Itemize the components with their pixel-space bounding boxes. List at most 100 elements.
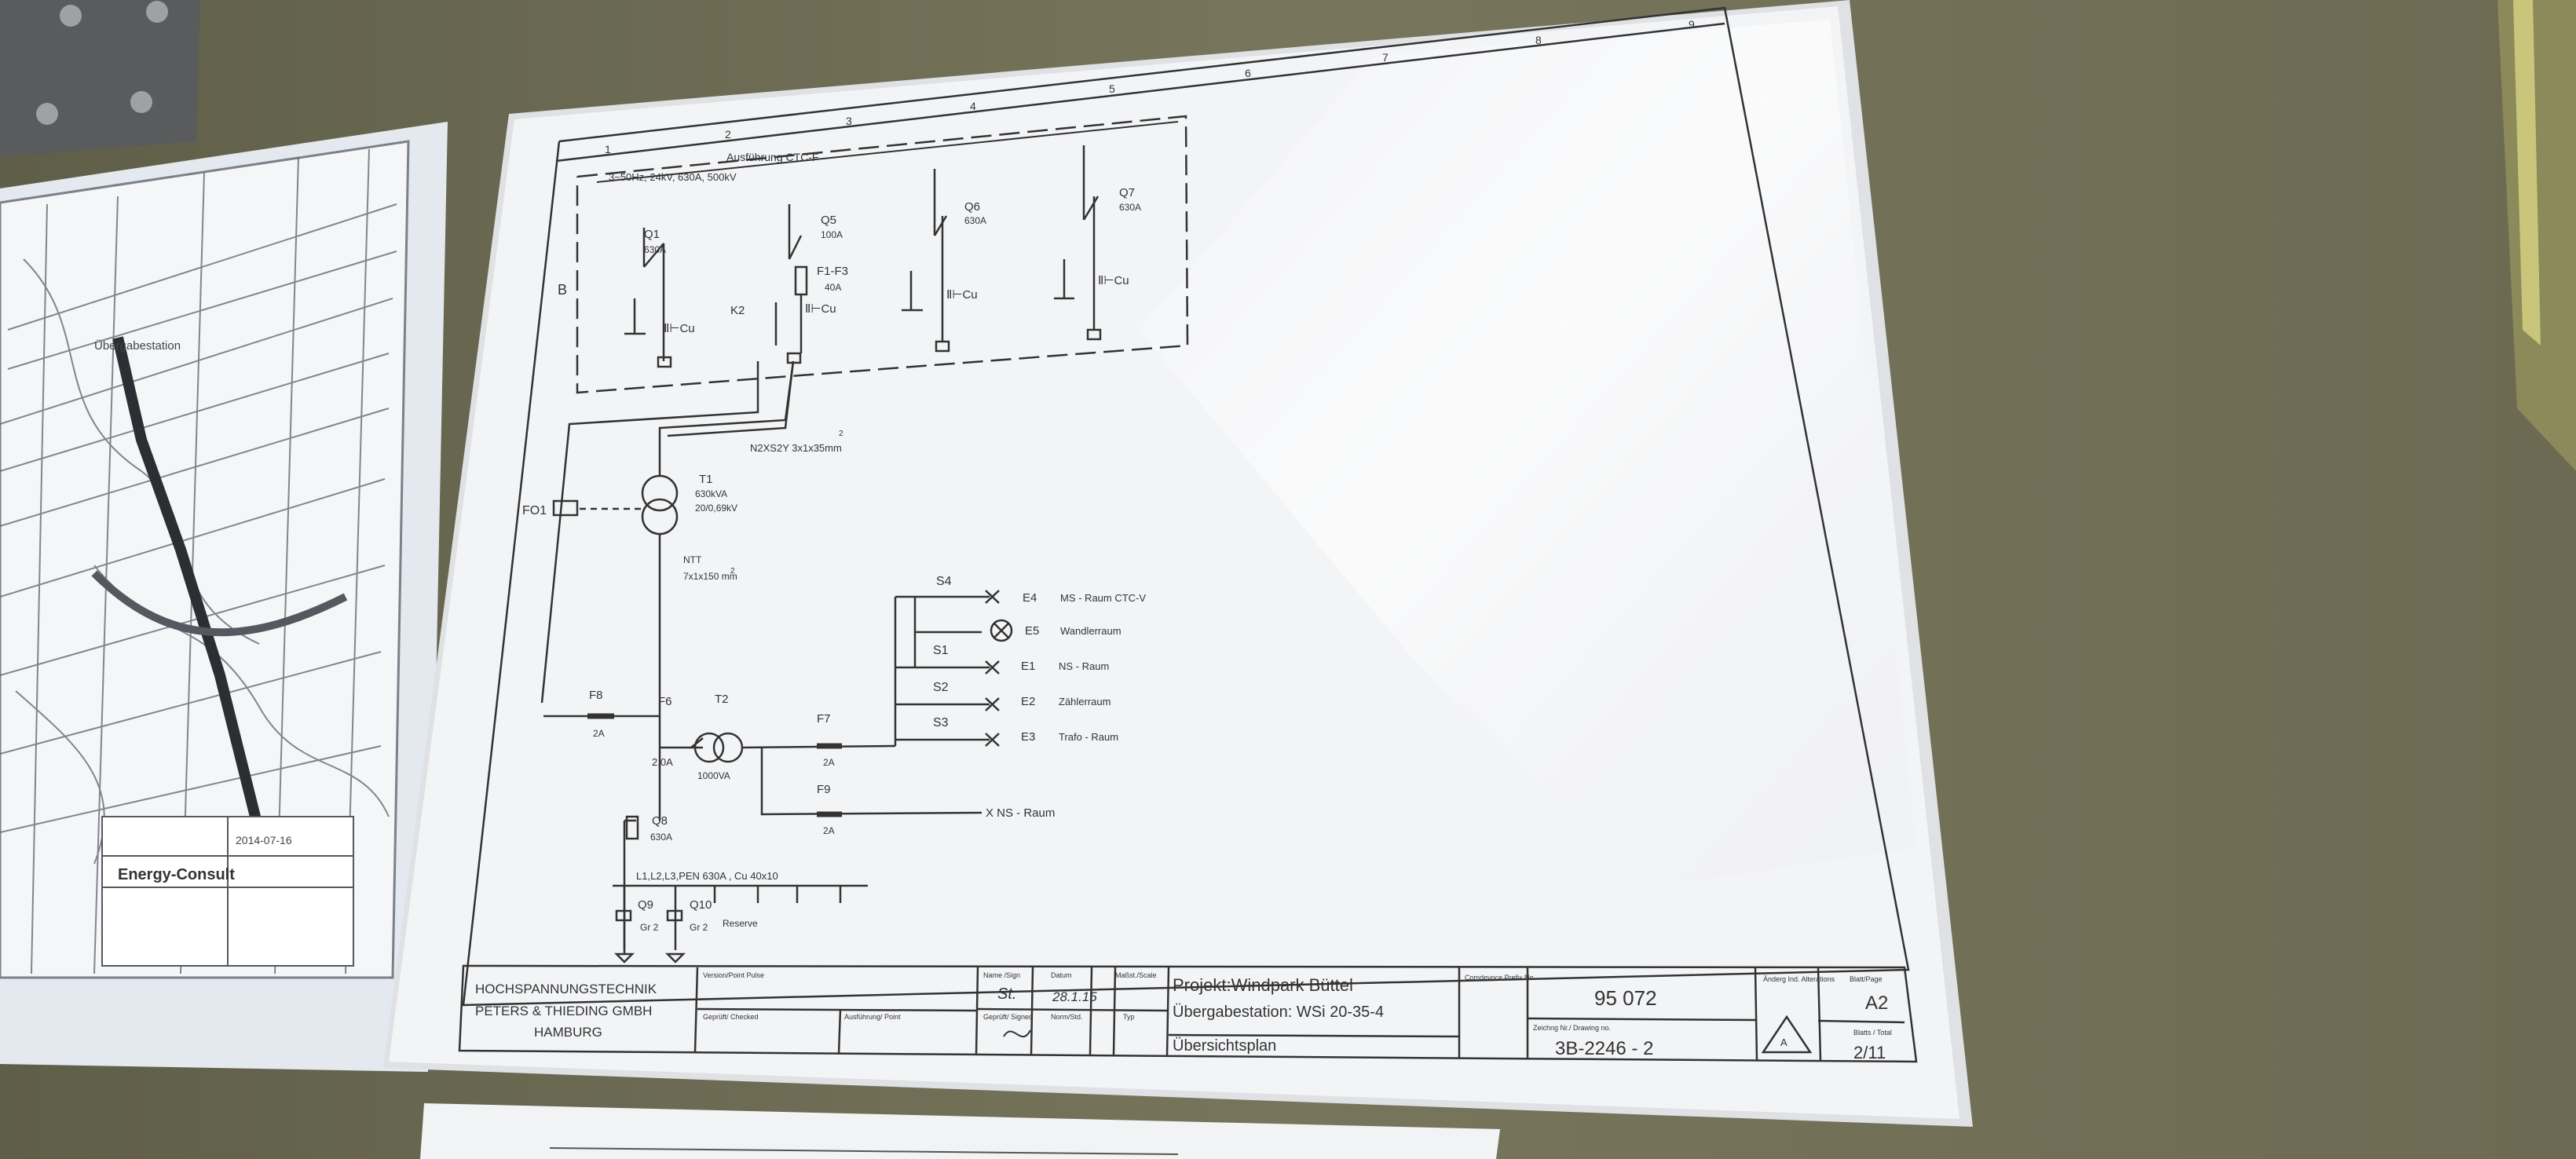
q6-earth-mark: Ⅱ⊢Cu: [946, 288, 978, 302]
mv-feeders: [624, 145, 1102, 368]
company-line1: HOCHSPANNUNGSTECHNIK: [475, 982, 657, 996]
t2-label: T2: [715, 693, 729, 706]
title-block: [458, 964, 1918, 1063]
q9-rating: Gr 2: [640, 922, 659, 933]
hdr-date: Datum: [1051, 971, 1072, 979]
light-e3-id: E3: [1021, 730, 1035, 744]
frame-column-labels: 1 2 3 4 5 6 7 8 9: [605, 18, 1695, 155]
t1-label: T1: [699, 473, 713, 486]
svg-text:3: 3: [846, 115, 852, 127]
map-sheet: Energy-Consult 2014-07-16 Übergabestatio…: [0, 122, 448, 1072]
light-e1-label: NS - Raum: [1059, 660, 1109, 672]
light-e1-id: E1: [1021, 660, 1035, 673]
map-brand: Energy-Consult: [118, 866, 235, 883]
t2-power: 1000VA: [697, 770, 730, 781]
f6-rating: 2,0A: [652, 756, 673, 768]
light-e4-label: MS - Raum CTC-V: [1060, 592, 1146, 604]
signature: [1003, 1029, 1031, 1038]
light-symbols: [985, 590, 1013, 747]
light-e4-id: E4: [1023, 591, 1037, 605]
switch-s2: S2: [933, 681, 949, 694]
map-date: 2014-07-16: [236, 834, 292, 846]
company-line2: PETERS & THIEDING GMBH: [475, 1004, 652, 1018]
fo1-label: FO1: [522, 504, 547, 517]
order-no: 95 072: [1594, 986, 1657, 1010]
hdr-sheet: Blatt/Page: [1850, 975, 1883, 983]
ntt-sup: 2: [730, 567, 735, 576]
transformer-t1: [552, 444, 679, 593]
lv-distribution: [613, 815, 868, 963]
hdr-version: Version/Point Pulse: [703, 971, 764, 979]
hdr-gepr: Geprüft/ Signed: [983, 1013, 1033, 1021]
mv-panel-outline: [576, 115, 1189, 394]
mv-cable: [540, 360, 795, 704]
q7-earth-mark: Ⅱ⊢Cu: [1098, 274, 1129, 287]
q5-label: Q5: [821, 214, 836, 227]
rev-mark: A: [1780, 1037, 1787, 1048]
f1f3-rating: 40A: [825, 282, 841, 293]
t1-ratio: 20/0,69kV: [695, 503, 737, 514]
hdr-order: Comdevoce Prefix No.: [1465, 974, 1535, 982]
q8-label: Q8: [652, 814, 668, 828]
svg-text:8: 8: [1535, 34, 1542, 46]
project-line1: Projekt:Windpark Büttel: [1173, 975, 1353, 995]
switch-s1: S1: [933, 644, 949, 657]
q7-label: Q7: [1119, 186, 1135, 199]
q5-rating: 100A: [821, 229, 843, 240]
svg-text:6: 6: [1245, 67, 1251, 79]
hdr-geprueft: Geprüft/ Checked: [703, 1013, 759, 1021]
switch-s4: S4: [936, 575, 952, 588]
t1-power: 630kVA: [695, 488, 727, 499]
metal-bracket: [0, 0, 200, 157]
ntt-label: NTT: [683, 554, 702, 565]
drawing-no: 3B-2246 - 2: [1555, 1038, 1653, 1059]
glare: [1139, 20, 1916, 887]
q6-rating: 630A: [964, 215, 986, 226]
svg-text:9: 9: [1689, 18, 1695, 31]
light-e3-label: Trafo - Raum: [1059, 731, 1118, 743]
f8-rating: 2A: [593, 728, 605, 739]
light-e2-label: Zählerraum: [1059, 696, 1111, 707]
hdr-rev: Änderg Ind. Alterations: [1763, 975, 1835, 983]
hdr-total: Blatts / Total: [1853, 1029, 1892, 1037]
k2-label: K2: [730, 304, 745, 317]
f9-label: F9: [817, 783, 831, 796]
format: A2: [1865, 993, 1888, 1014]
svg-text:4: 4: [970, 100, 976, 112]
q1-rating: 630A: [644, 244, 666, 255]
company-line3: HAMBURG: [534, 1025, 602, 1040]
svg-text:1: 1: [605, 143, 611, 155]
page-count: 2/11: [1853, 1043, 1886, 1062]
switch-s3: S3: [933, 716, 949, 729]
map-label: Übergabestation: [94, 338, 181, 353]
q6-label: Q6: [964, 200, 980, 214]
x-ns-label: X NS - Raum: [986, 806, 1055, 820]
cable-label: N2XS2Y 3x1x35mm: [750, 442, 842, 454]
hdr-scale: Maßst./Scale: [1115, 971, 1157, 979]
mv-panel-spec: 3~50Hz, 24kV, 630A, 500kV: [609, 171, 737, 183]
hdr-norm: Norm/Std.: [1051, 1013, 1083, 1021]
light-e2-id: E2: [1021, 695, 1035, 708]
q5-earth-mark: Ⅱ⊢Cu: [805, 302, 836, 316]
q9-label: Q9: [638, 898, 653, 912]
svg-text:5: 5: [1109, 82, 1115, 95]
q8-rating: 630A: [650, 832, 672, 843]
f7-rating: 2A: [823, 757, 835, 768]
svg-text:2: 2: [725, 128, 731, 141]
q10-rating: Gr 2: [690, 922, 708, 933]
signed-date: 28.1.15: [1052, 989, 1097, 1004]
q10-label: Q10: [690, 898, 712, 912]
ntt-spec: 7x1x150 mm: [683, 571, 737, 582]
f7-label: F7: [817, 712, 831, 726]
project-line2: Übergabestation: WSi 20-35-4: [1173, 1004, 1384, 1021]
f6-label: F6: [658, 695, 672, 708]
signed-name: St.: [997, 985, 1016, 1003]
hdr-drawing: Zeichng Nr./ Drawing no.: [1533, 1024, 1611, 1032]
q7-rating: 630A: [1119, 202, 1141, 213]
f9-rating: 2A: [823, 825, 835, 836]
q1-label: Q1: [644, 228, 660, 241]
f1f3-label: F1-F3: [817, 265, 848, 278]
lower-sheet: [420, 1103, 1500, 1159]
busbar-label: L1,L2,L3,PEN 630A , Cu 40x10: [636, 870, 778, 882]
aux-circuit: [543, 593, 990, 821]
